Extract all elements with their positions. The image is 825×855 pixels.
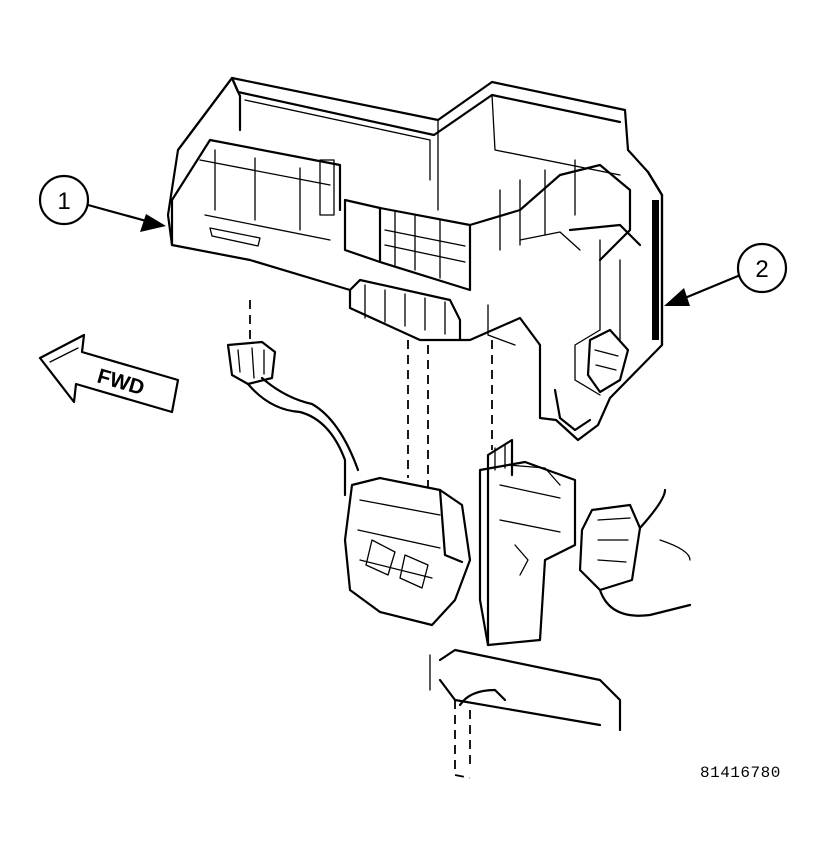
junction-block-housing [166,76,664,442]
forward-direction-arrow: FWD [38,333,180,414]
callout-1: 1 [38,174,166,232]
arrowhead [140,214,166,232]
callout-circle [736,242,788,294]
mounting-bracket [343,438,577,647]
figure-id-label: 81416780 [700,764,781,782]
leader-line [86,203,152,224]
callout-2: 2 [664,242,788,306]
wiring-connector-left [226,340,360,497]
support-tube [429,648,622,779]
callout-number: 1 [57,188,70,215]
callout-circle [38,174,90,226]
leader-line [678,274,740,302]
wiring-connector-right [578,488,692,617]
alignment-guides [249,300,493,505]
arrowhead [664,288,690,306]
callout-number: 2 [755,256,768,283]
arrow-outline [38,333,180,414]
